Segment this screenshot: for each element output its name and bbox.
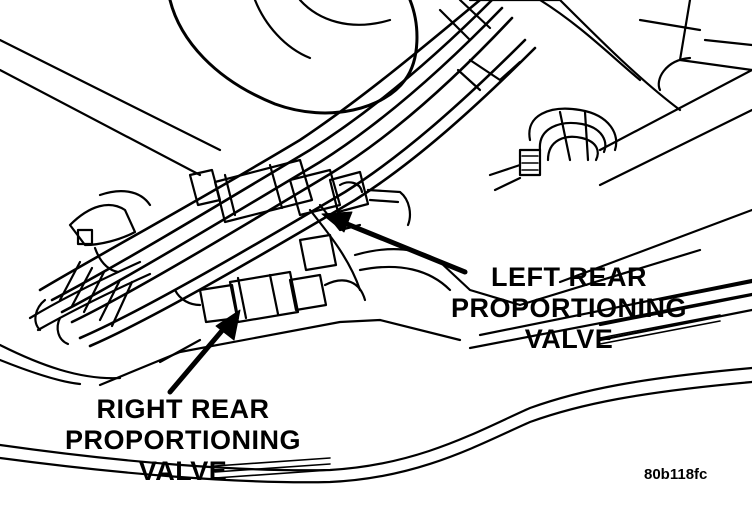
lower-frame-rails xyxy=(0,208,752,484)
left-rear-valve-body xyxy=(188,158,411,292)
left-label-line1: LEFT REAR xyxy=(491,262,647,292)
right-label-line1: RIGHT REAR xyxy=(96,394,270,424)
left-valve-leader xyxy=(321,211,468,275)
left-label-line2: PROPORTIONING xyxy=(450,293,687,323)
upper-cylinder xyxy=(0,0,419,177)
right-rear-valve-label: RIGHT REAR PROPORTIONING VALVE xyxy=(48,394,318,487)
coiled-hose xyxy=(488,107,618,192)
right-valve-leader xyxy=(167,309,241,395)
left-label-line3: VALVE xyxy=(524,324,614,354)
right-rear-valve-body xyxy=(173,233,367,324)
right-label-line2: PROPORTIONING xyxy=(64,425,301,455)
upper-right-frame xyxy=(468,0,752,187)
left-tube-fittings xyxy=(34,190,152,346)
figure-code: 80b118fc xyxy=(644,466,708,483)
left-rear-valve-label: LEFT REAR PROPORTIONING VALVE xyxy=(434,262,704,355)
right-label-line3: VALVE xyxy=(138,456,228,486)
